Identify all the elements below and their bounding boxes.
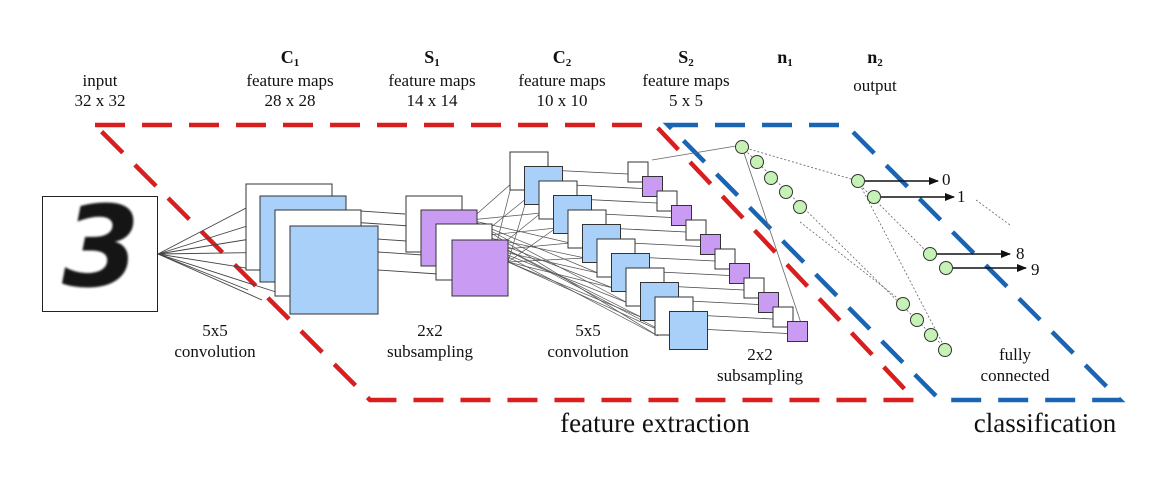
n1-neuron <box>735 140 749 154</box>
conv2-connection <box>469 212 542 221</box>
s2-label: S2 feature maps 5 x 5 <box>626 48 746 109</box>
c1-letter: C <box>280 47 294 67</box>
conv2-connection <box>494 249 599 274</box>
s2-size: 5 x 5 <box>669 91 703 110</box>
n1-neuron <box>924 328 938 342</box>
fc-connection <box>651 144 743 161</box>
input-digit: 3 <box>62 196 140 312</box>
output-1: 1 <box>957 187 966 206</box>
conv2-connection <box>469 219 629 304</box>
n1-neuron <box>750 155 764 169</box>
n1-sub: 1 <box>787 57 793 69</box>
conv2-connection <box>494 249 629 304</box>
c1-size: 28 x 28 <box>264 91 316 110</box>
fc-connection <box>741 146 807 339</box>
input-size: 32 x 32 <box>74 91 126 110</box>
c2-sub: 2 <box>565 57 572 69</box>
region-feature-label: feature extraction <box>560 408 750 438</box>
n1-neuron <box>779 185 793 199</box>
conv1-connection <box>157 253 249 291</box>
c2-feature-map <box>669 311 708 350</box>
s2-caption: feature maps <box>642 71 730 90</box>
conv1-connection <box>157 253 277 293</box>
s1-size: 14 x 14 <box>406 91 458 110</box>
sub2-connection <box>707 329 788 334</box>
output-8: 8 <box>1016 244 1025 263</box>
n1-neuron <box>896 297 910 311</box>
n2-neuron <box>939 261 953 275</box>
op-conv2: 5x5 convolution <box>547 321 629 361</box>
n2-neuron <box>851 174 865 188</box>
n2-neuron <box>867 190 881 204</box>
n1-letter: n <box>777 47 788 67</box>
c2-letter: C <box>552 47 566 67</box>
s2-sub: 2 <box>688 57 694 69</box>
fc-connection <box>799 221 901 301</box>
conv1-connection <box>157 206 249 255</box>
s1-feature-map <box>451 239 509 297</box>
conv1-connection <box>157 253 263 301</box>
n2-caption: output <box>853 76 897 95</box>
n1-neuron <box>764 171 778 185</box>
conv2-connection <box>507 227 557 263</box>
n1-label: n1 <box>760 48 810 69</box>
sub1-connection <box>377 269 439 275</box>
conv2-connection <box>507 197 528 263</box>
conv2-connection <box>479 227 557 237</box>
input-label: input 32 x 32 <box>60 72 140 109</box>
s1-letter: S <box>424 47 435 67</box>
c2-caption: feature maps <box>518 71 606 90</box>
s1-sub: 1 <box>434 57 440 69</box>
fc-connection <box>857 180 946 349</box>
c1-sub: 1 <box>293 57 300 69</box>
feature-extraction-region <box>89 122 921 403</box>
c1-label: C1 feature maps 28 x 28 <box>225 48 355 109</box>
c2-size: 10 x 10 <box>536 91 588 110</box>
n2-letter: n <box>867 47 878 67</box>
c2-label: C2 feature maps 10 x 10 <box>500 48 624 109</box>
c1-caption: feature maps <box>246 71 334 90</box>
output-0: 0 <box>942 170 951 189</box>
n2-label: n2 output <box>840 48 910 94</box>
s2-feature-map <box>787 321 808 342</box>
conv2-connection <box>507 261 614 289</box>
n1-neuron <box>793 200 807 214</box>
fc-connection <box>741 146 859 182</box>
op-sub2: 2x2 subsampling <box>717 345 803 385</box>
s2-letter: S <box>678 47 689 67</box>
n1-neuron <box>938 343 952 357</box>
s1-label: S1 feature maps 14 x 14 <box>372 48 492 109</box>
conv1-connection <box>157 221 261 255</box>
n2-neuron <box>923 247 937 261</box>
conv2-connection <box>507 257 586 263</box>
fc-connection <box>975 199 1011 226</box>
output-9: 9 <box>1031 260 1040 279</box>
input-title: input <box>82 71 118 90</box>
region-classification-label: classification <box>973 408 1117 438</box>
n1-neuron <box>910 313 924 327</box>
input-image: 3 <box>42 196 158 312</box>
op-sub1: 2x2 subsampling <box>387 321 473 361</box>
s1-caption: feature maps <box>388 71 476 90</box>
op-conv1: 5x5 convolution <box>174 321 256 361</box>
classification-region <box>662 122 1126 403</box>
c1-feature-map <box>289 225 379 315</box>
op-fc: fully connected <box>980 345 1050 385</box>
conv2-connection <box>507 261 673 337</box>
conv2-connection <box>507 261 644 319</box>
conv2-connection <box>494 182 513 251</box>
n2-sub: 2 <box>877 57 883 69</box>
